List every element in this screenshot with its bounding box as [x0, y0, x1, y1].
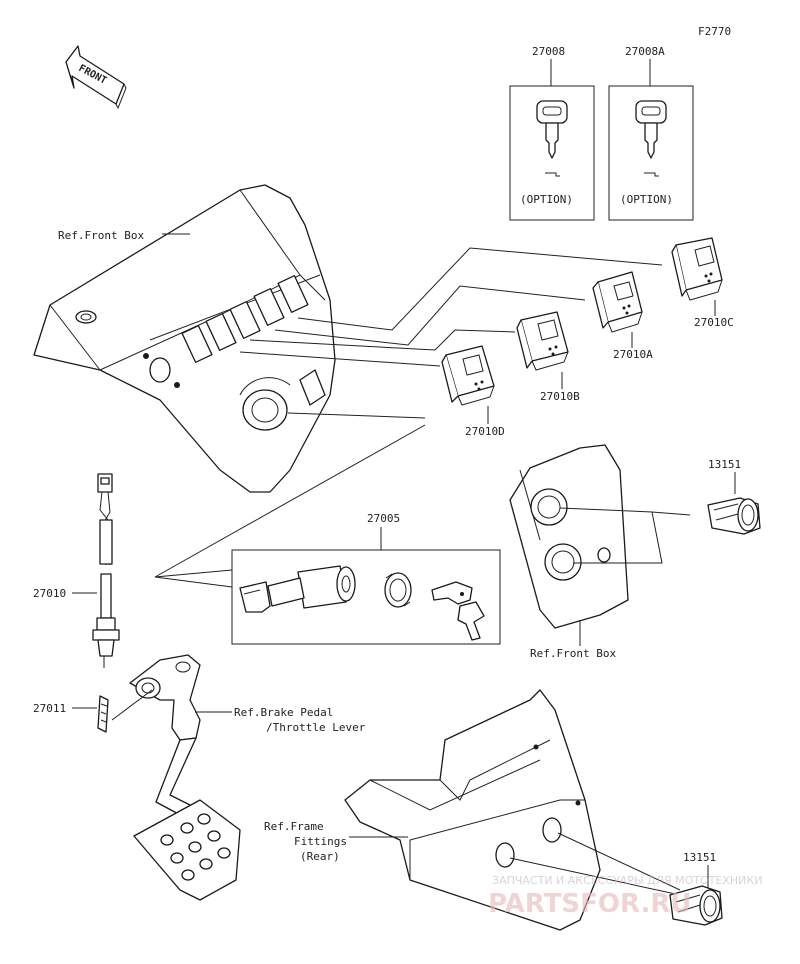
ref-brake-pedal-label-1: Ref.Brake Pedal	[234, 706, 333, 719]
part-label-27011: 27011	[33, 702, 66, 715]
part-label-27008: 27008	[532, 45, 565, 58]
part-label-27010A: 27010A	[613, 348, 653, 361]
option-label-27008: (OPTION)	[520, 193, 573, 206]
part-label-27005: 27005	[367, 512, 400, 525]
watermark: ЗАПЧАСТИ И АКСЕССУАРЫ ДЛЯ МОТОТЕХНИКИ PA…	[488, 874, 762, 919]
front-box-socket-panel	[509, 444, 629, 629]
power-socket-13151-top	[707, 497, 761, 535]
ref-front-box-top-label: Ref.Front Box	[58, 229, 144, 242]
option-label-27008A: (OPTION)	[620, 193, 673, 206]
brake-pedal	[129, 654, 241, 901]
rear-frame-fittings	[344, 689, 601, 931]
part-label-13151-bottom: 13151	[683, 851, 716, 864]
part-label-27010: 27010	[33, 587, 66, 600]
lock-nut	[384, 572, 412, 608]
part-label-27010B: 27010B	[540, 390, 580, 403]
ref-brake-pedal-label-2: /Throttle Lever	[266, 721, 366, 734]
ignition-keys	[431, 581, 485, 641]
rocker-switch-27010C	[671, 237, 723, 301]
part-label-27010C: 27010C	[694, 316, 734, 329]
power-socket-13151-bottom	[669, 885, 723, 926]
key-27008A: 27008A (OPTION)	[608, 45, 694, 221]
part-label-27008A: 27008A	[625, 45, 665, 58]
clip-27011	[97, 695, 109, 733]
ignition-switch	[239, 565, 356, 613]
front-box-dash	[33, 184, 336, 493]
ref-front-box-bottom-label: Ref.Front Box	[530, 647, 616, 660]
watermark-small-text: ЗАПЧАСТИ И АКСЕССУАРЫ ДЛЯ МОТОТЕХНИКИ	[492, 874, 762, 887]
ignition-switch-box	[231, 549, 501, 645]
rocker-switch-27010A	[592, 271, 643, 333]
part-label-27010D: 27010D	[465, 425, 505, 438]
brake-light-switch-27010	[92, 473, 120, 668]
rocker-switch-27010D	[441, 345, 495, 406]
ref-frame-label-1: Ref.Frame	[264, 820, 324, 833]
figure-code: F2770	[698, 25, 731, 38]
watermark-big-text: PARTSFOR.RU	[488, 889, 691, 919]
part-label-13151-top: 13151	[708, 458, 741, 471]
ref-frame-label-2: Fittings	[294, 835, 347, 848]
front-arrow-icon: FRONT	[65, 45, 127, 110]
ref-frame-label-3: (Rear)	[300, 850, 340, 863]
key-27008: 27008 (OPTION)	[509, 45, 595, 221]
rocker-switch-27010B	[516, 311, 569, 371]
